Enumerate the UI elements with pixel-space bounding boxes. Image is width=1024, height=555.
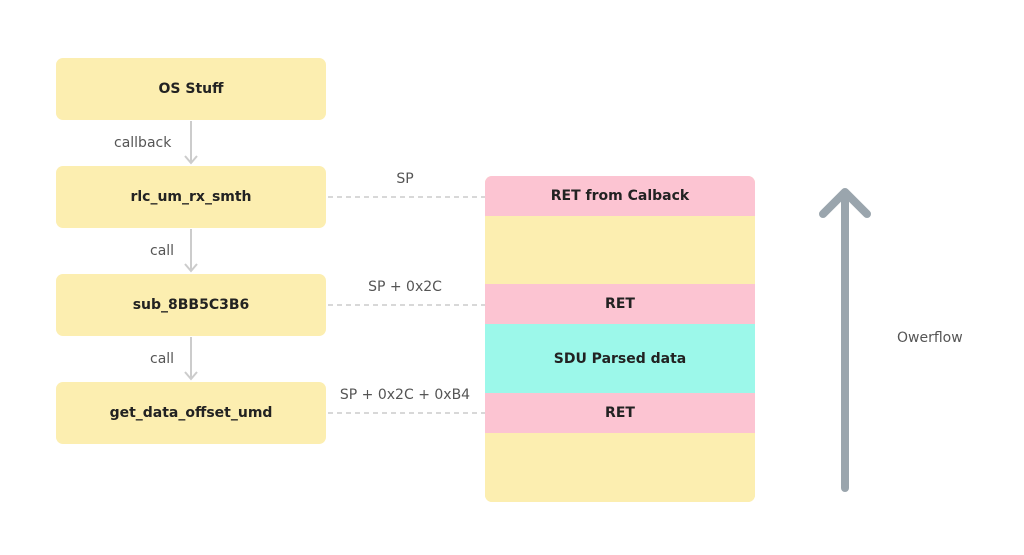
function-box-sub-8bb5c3b6: sub_8BB5C3B6	[56, 274, 326, 336]
arrow-up-icon	[819, 188, 871, 492]
stack-slot-ret-from-callback: RET from Calback	[485, 176, 755, 216]
overflow-label: Owerflow	[897, 330, 963, 346]
edge-label-call-2: call	[150, 351, 175, 367]
call-arrow-2	[184, 229, 198, 273]
call-arrow-3	[184, 337, 198, 381]
edge-label-call-1: call	[150, 243, 175, 259]
pointer-label-sp: SP	[396, 171, 414, 187]
stack-slot-empty-2	[485, 433, 755, 502]
pointer-label-sp-2c: SP + 0x2C	[368, 279, 442, 295]
pointer-label-sp-2c-b4: SP + 0x2C + 0xB4	[339, 387, 471, 403]
stack-frame: RET from Calback RET SDU Parsed data RET	[485, 176, 755, 502]
stack-slot-sdu-parsed-data: SDU Parsed data	[485, 324, 755, 393]
stack-slot-ret-1: RET	[485, 284, 755, 324]
edge-label-callback: callback	[114, 135, 172, 151]
function-box-os-stuff: OS Stuff	[56, 58, 326, 120]
stack-slot-ret-2: RET	[485, 393, 755, 433]
stack-slot-empty-1	[485, 216, 755, 284]
function-box-get-data-offset-umd: get_data_offset_umd	[56, 382, 326, 444]
call-arrow-1	[184, 121, 198, 165]
function-box-rlc-um-rx-smth: rlc_um_rx_smth	[56, 166, 326, 228]
